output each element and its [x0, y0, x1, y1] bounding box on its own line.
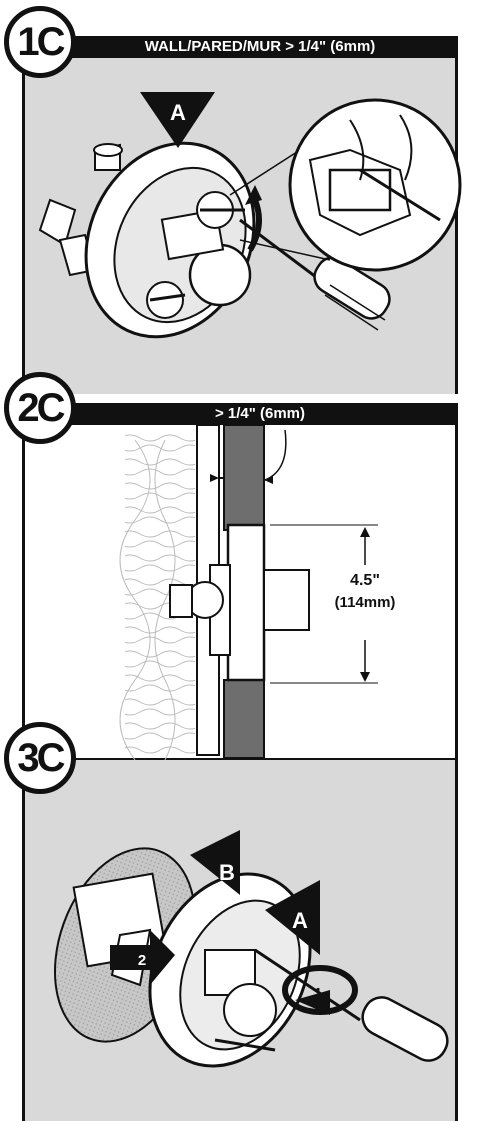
step-1c-illustration — [38, 92, 462, 339]
step-2c-badge: 2C — [4, 372, 76, 444]
step-1c-heading: WALL/PARED/MUR > 1/4" (6mm) — [62, 36, 458, 58]
label-b-step-3c: B — [219, 860, 235, 885]
step-2c-illustration — [119, 424, 378, 761]
label-a-step-1c: A — [170, 100, 186, 125]
measurement-mm: (114mm) — [334, 594, 396, 611]
step-2c-heading: > 1/4" (6mm) — [62, 403, 458, 425]
step-1c-badge: 1C — [4, 6, 76, 78]
step-3c-badge: 3C — [4, 722, 76, 794]
rotation-label-1: 1 — [314, 985, 322, 1002]
rotation-label-2: 2 — [138, 952, 146, 969]
step-3c-number: 3C — [17, 736, 65, 780]
label-a-step-3c: A — [292, 908, 308, 933]
step-1c-heading-text: WALL/PARED/MUR > 1/4" (6mm) — [144, 38, 376, 55]
measurement-inches: 4.5" — [350, 572, 380, 589]
step-1c-number: 1C — [17, 20, 65, 64]
step-3c-illustration — [53, 830, 449, 1068]
step-2c-heading-text: > 1/4" (6mm) — [214, 405, 306, 422]
step-2c-number: 2C — [17, 386, 65, 430]
